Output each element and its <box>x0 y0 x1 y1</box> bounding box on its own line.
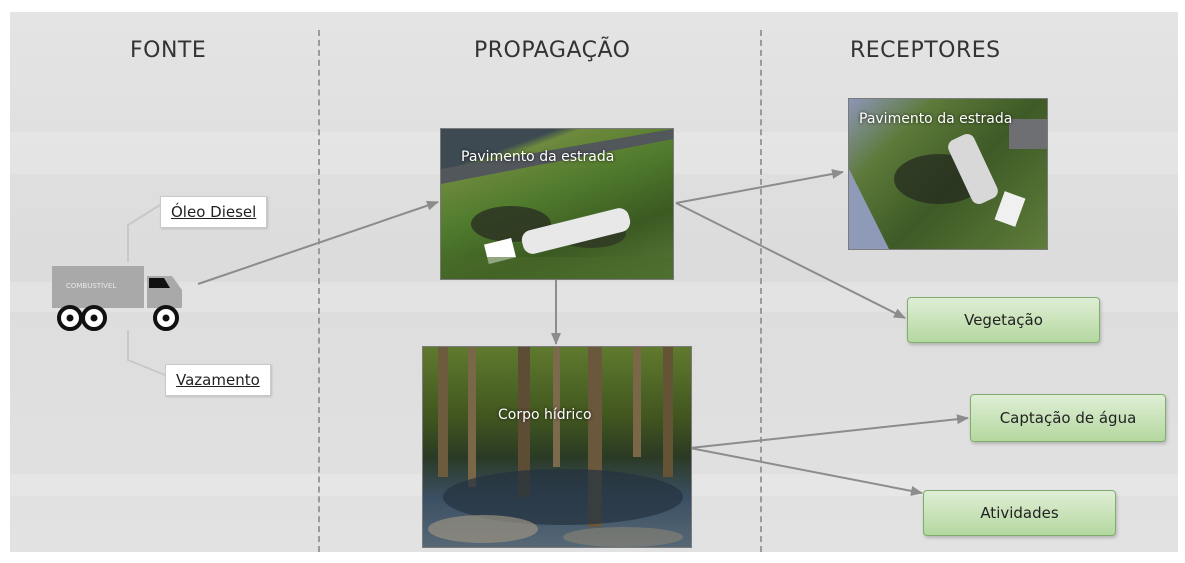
forest-stream-image <box>428 347 683 547</box>
column-title-propagation: PROPAGAÇÃO <box>474 38 631 63</box>
receptor-water-intake: Captação de água <box>970 394 1166 442</box>
arrow-water-to-intake <box>689 414 969 449</box>
photo-road-receptor: Pavimento da estrada <box>848 98 1048 250</box>
column-title-receptors: RECEPTORES <box>850 38 1001 63</box>
photo-caption: Pavimento da estrada <box>859 111 1013 127</box>
arrow-source-to-road <box>197 200 439 285</box>
receptor-vegetation: Vegetação <box>907 297 1100 343</box>
column-divider <box>760 30 762 552</box>
label-leak: Vazamento <box>165 364 271 396</box>
photo-caption: Corpo hídrico <box>498 407 592 423</box>
fuel-truck-icon: COMBUSTÍVEL <box>52 266 187 336</box>
photo-water-body: Corpo hídrico <box>422 346 692 548</box>
photo-road-propagation: Pavimento da estrada <box>440 128 674 280</box>
truck-label: COMBUSTÍVEL <box>66 282 117 290</box>
arrow-road-to-road-receptor <box>675 169 844 204</box>
arrow-road-to-vegetation <box>675 202 906 319</box>
label-diesel-oil: Óleo Diesel <box>160 196 268 228</box>
accident-scene-image <box>849 119 1047 249</box>
column-divider <box>318 30 320 552</box>
photo-caption: Pavimento da estrada <box>461 149 615 165</box>
receptor-activities: Atividades <box>923 490 1116 536</box>
bracket-line-top <box>127 204 161 262</box>
bracket-line-bottom <box>127 330 166 376</box>
arrow-water-to-activities <box>689 447 923 496</box>
column-title-source: FONTE <box>130 38 207 63</box>
road-scene-image <box>441 129 673 279</box>
